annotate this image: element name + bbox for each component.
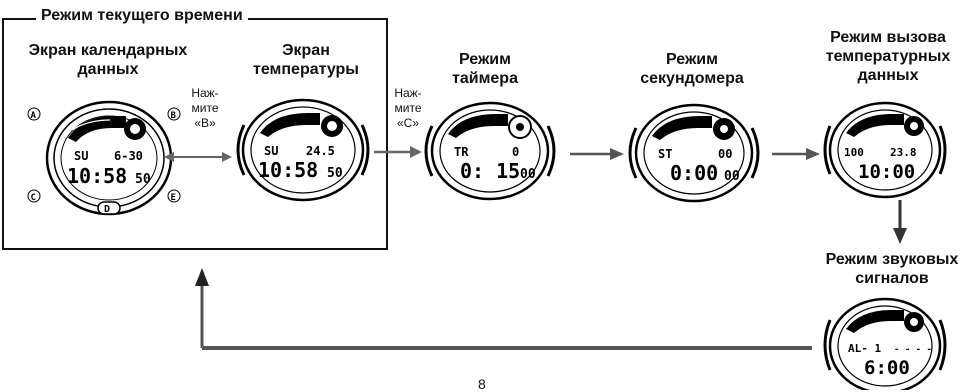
timer-mode-label-line: Режим bbox=[459, 51, 511, 68]
watch-alarm-mode: AL- 1 - - - - 6:00 bbox=[823, 297, 947, 390]
arrow-right-icon bbox=[570, 148, 624, 160]
button-a-label: A bbox=[31, 111, 37, 121]
lcd-top: SU bbox=[74, 149, 88, 163]
calendar-screen-label-line: Экран календарных bbox=[28, 42, 188, 59]
lcd-sub: 50 bbox=[135, 172, 151, 187]
temperature-recall-mode-label-line: температурных bbox=[825, 48, 951, 65]
temperature-recall-mode-label-line: данных bbox=[857, 67, 919, 84]
lcd-top: AL- 1 bbox=[848, 342, 881, 355]
temperature-screen-label-line: Экран bbox=[282, 42, 330, 59]
button-c[interactable] bbox=[27, 189, 41, 203]
temperature-screen-label: Экран температуры bbox=[238, 41, 374, 79]
press-b-hint-line: Наж- bbox=[191, 86, 219, 100]
page-number: 8 bbox=[478, 376, 486, 392]
button-e-label: E bbox=[171, 193, 176, 203]
watch-temperature-recall-mode: 100 23.8 10:00 bbox=[823, 101, 947, 199]
lcd-main: 6:00 bbox=[864, 357, 910, 379]
stopwatch-mode-label-line: секундомера bbox=[640, 70, 744, 87]
lcd-sub: 00 bbox=[724, 169, 740, 184]
temperature-screen-label-line: температуры bbox=[253, 61, 359, 78]
button-a[interactable] bbox=[27, 107, 41, 121]
button-d-label: D bbox=[104, 204, 110, 215]
button-e[interactable] bbox=[167, 189, 181, 203]
press-c-hint-line: мите bbox=[394, 101, 422, 115]
lcd-main: 0: 15 bbox=[460, 159, 520, 183]
lcd-top: TR bbox=[454, 145, 469, 159]
lcd-sub: 00 bbox=[520, 167, 536, 182]
watch-timer-mode: TR 0 0: 15 00 bbox=[424, 101, 556, 201]
lcd-top: 100 bbox=[844, 146, 864, 159]
stopwatch-mode-label-line: Режим bbox=[666, 51, 718, 68]
press-b-hint-line: мите bbox=[191, 101, 219, 115]
press-c-hint: Наж- мите «C» bbox=[386, 86, 430, 131]
lcd-main: 10:58 bbox=[258, 158, 318, 182]
temperature-recall-mode-label: Режим вызова температурных данных bbox=[806, 28, 970, 85]
lcd-sub: 50 bbox=[327, 166, 343, 181]
lcd-top-right: 24.5 bbox=[306, 144, 335, 158]
current-time-mode-title: Режим текущего времени bbox=[36, 6, 248, 25]
stopwatch-mode-label: Режим секундомера bbox=[622, 50, 762, 88]
lcd-main: 10:58 bbox=[67, 164, 127, 188]
lcd-main: 10:00 bbox=[858, 161, 915, 183]
arrow-down-icon bbox=[893, 200, 907, 244]
temperature-recall-mode-label-line: Режим вызова bbox=[830, 29, 946, 46]
return-arrow-icon bbox=[195, 268, 812, 350]
lcd-top: ST bbox=[658, 147, 672, 161]
lcd-top-right: 00 bbox=[718, 147, 732, 161]
press-b-hint-line: «B» bbox=[194, 116, 216, 130]
press-b-hint: Наж- мите «B» bbox=[180, 86, 230, 131]
lcd-top-right: 6-30 bbox=[114, 149, 143, 163]
double-arrow-icon bbox=[164, 152, 232, 162]
lcd-top: SU bbox=[264, 144, 278, 158]
alarm-mode-label-line: сигналов bbox=[855, 270, 929, 287]
alarm-mode-label-line: Режим звуковых bbox=[825, 251, 959, 268]
timer-mode-label: Режим таймера bbox=[430, 50, 540, 88]
lcd-top-right: - - - - bbox=[894, 345, 932, 355]
button-d[interactable] bbox=[97, 201, 121, 215]
arrow-right-icon bbox=[772, 148, 820, 160]
button-b[interactable] bbox=[167, 107, 181, 121]
lcd-main: 0:00 bbox=[670, 161, 718, 185]
press-c-hint-line: «C» bbox=[396, 116, 419, 130]
lcd-top-right: 23.8 bbox=[890, 146, 917, 159]
alarm-mode-label: Режим звуковых сигналов bbox=[812, 250, 972, 288]
timer-mode-label-line: таймера bbox=[452, 70, 518, 87]
button-c-label: C bbox=[31, 193, 36, 203]
press-c-hint-line: Наж- bbox=[394, 86, 422, 100]
lcd-top-right: 0 bbox=[512, 145, 519, 159]
calendar-screen-label-line: данных bbox=[77, 61, 139, 78]
calendar-screen-label: Экран календарных данных bbox=[10, 41, 206, 79]
watch-temperature-screen: SU 24.5 10:58 50 bbox=[236, 98, 370, 202]
button-b-label: B bbox=[171, 111, 177, 121]
watch-stopwatch-mode: ST 00 0:00 00 bbox=[628, 103, 760, 203]
arrow-right-icon bbox=[374, 146, 422, 158]
